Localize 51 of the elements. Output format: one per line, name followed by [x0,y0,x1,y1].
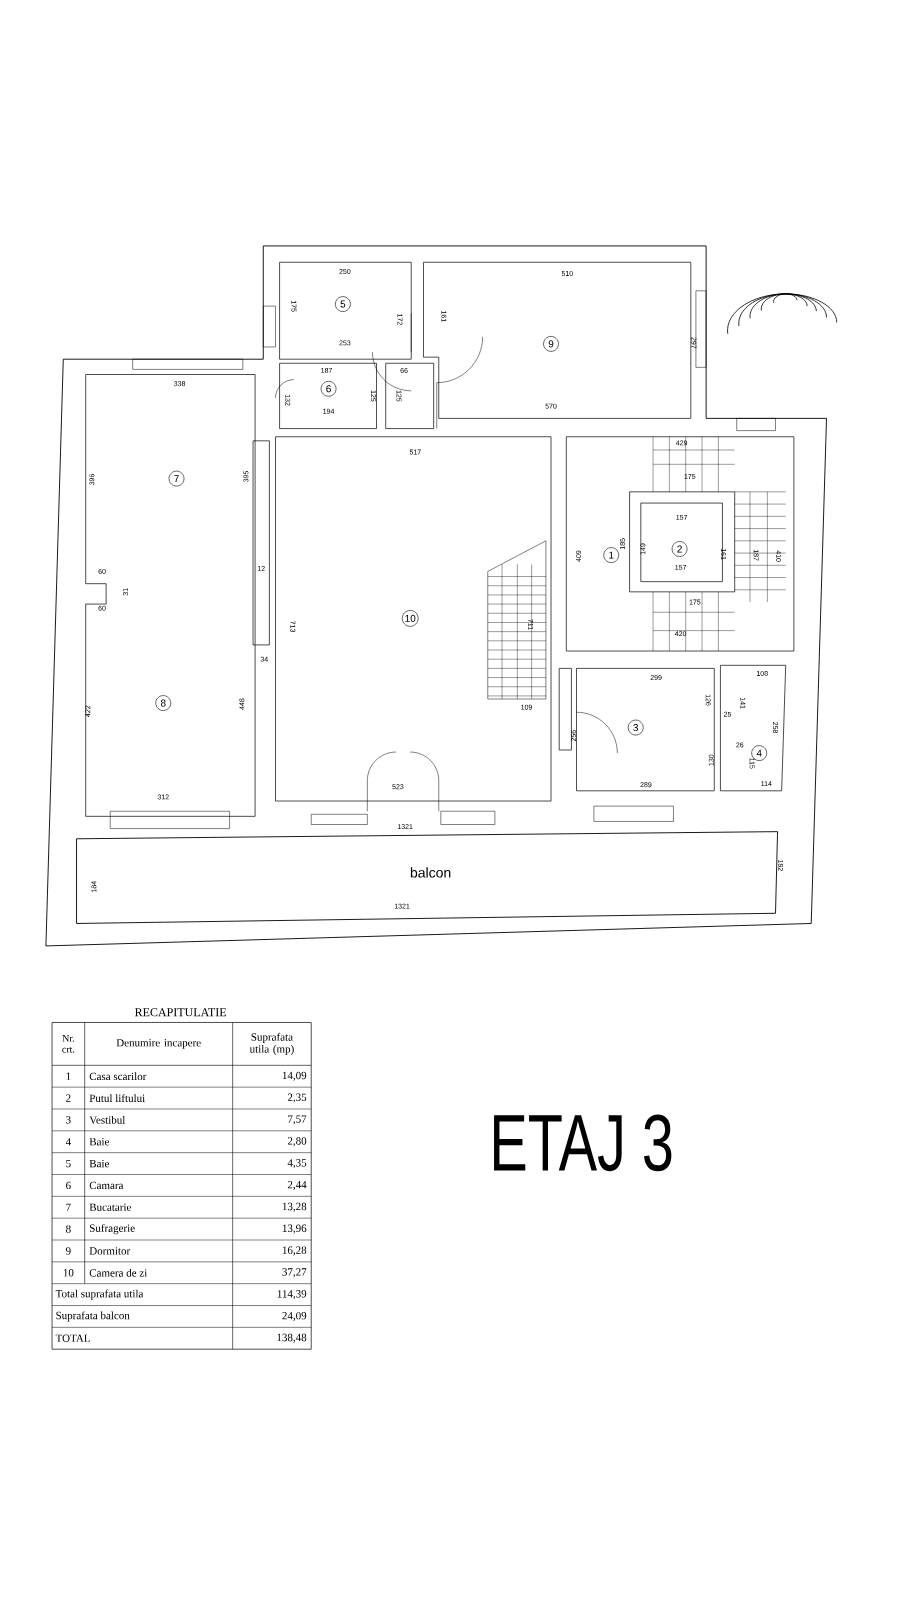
table-cell: 5 [66,1159,71,1168]
table-cell: Sufragerie [90,1224,135,1235]
table-cell: 2,80 [287,1137,307,1147]
table-cell: 114,39 [277,1290,307,1300]
table-cell: 37,27 [282,1268,307,1278]
room-number: 1 [603,547,619,563]
table-cell: 9 [66,1247,71,1255]
table-cell: 2,35 [287,1093,307,1103]
room-number: 6 [320,381,337,397]
table-cell: Bucatarie [89,1203,131,1211]
table-cell: 4,35 [287,1159,307,1169]
table-cell: 7,57 [288,1115,307,1125]
table-cell: Baie [89,1159,110,1168]
table-cell: 3 [66,1116,71,1124]
table-cell: 13,96 [282,1224,307,1234]
table-cell: Baie [89,1138,110,1146]
room-number: 2 [671,541,688,557]
table-cell: Casa scarilor [89,1072,147,1081]
table-cell: 16,28 [282,1246,307,1256]
room-number: 7 [168,470,185,487]
room-number: 3 [627,719,644,736]
table-cell: Camara [89,1181,124,1190]
room-number: 9 [543,336,559,352]
table-cell: 7 [66,1203,71,1211]
table-cell: TOTAL [55,1334,90,1342]
table-cell: 2 [66,1094,71,1102]
table-cell: 1 [66,1072,71,1080]
table-cell: 24,09 [282,1311,307,1321]
table-cell: Suprafata balcon [56,1311,130,1322]
table-cell: 8 [66,1225,71,1233]
table-cell: 4 [65,1138,71,1146]
title: ETAJ 3 [494,1114,672,1172]
table-title: RECAPITULATIE [134,1008,226,1017]
table-cell: Total suprafata utila [55,1289,144,1300]
table-header: Denumire incapere [116,1039,201,1049]
room-number: 8 [155,695,172,711]
table-header: Suprafata utila (mp) [249,1032,294,1055]
table-cell: 10 [63,1269,74,1277]
table-cell: 14,09 [282,1071,307,1081]
table-header: Nr. crt. [62,1035,75,1053]
table-cell: 2,44 [287,1180,307,1190]
table-cell: 13,28 [282,1202,307,1212]
table-cell: 6 [66,1181,71,1190]
table-cell: Putul liftului [89,1094,145,1102]
room-label: balcon [410,867,451,878]
table-cell: 138,48 [277,1333,307,1343]
room-number: 10 [401,610,419,627]
table-cell: Camera de zi [89,1268,148,1277]
table-cell: Dormitor [89,1247,131,1255]
room-number: 5 [335,296,351,312]
table-cell: Vestibul [89,1116,126,1124]
